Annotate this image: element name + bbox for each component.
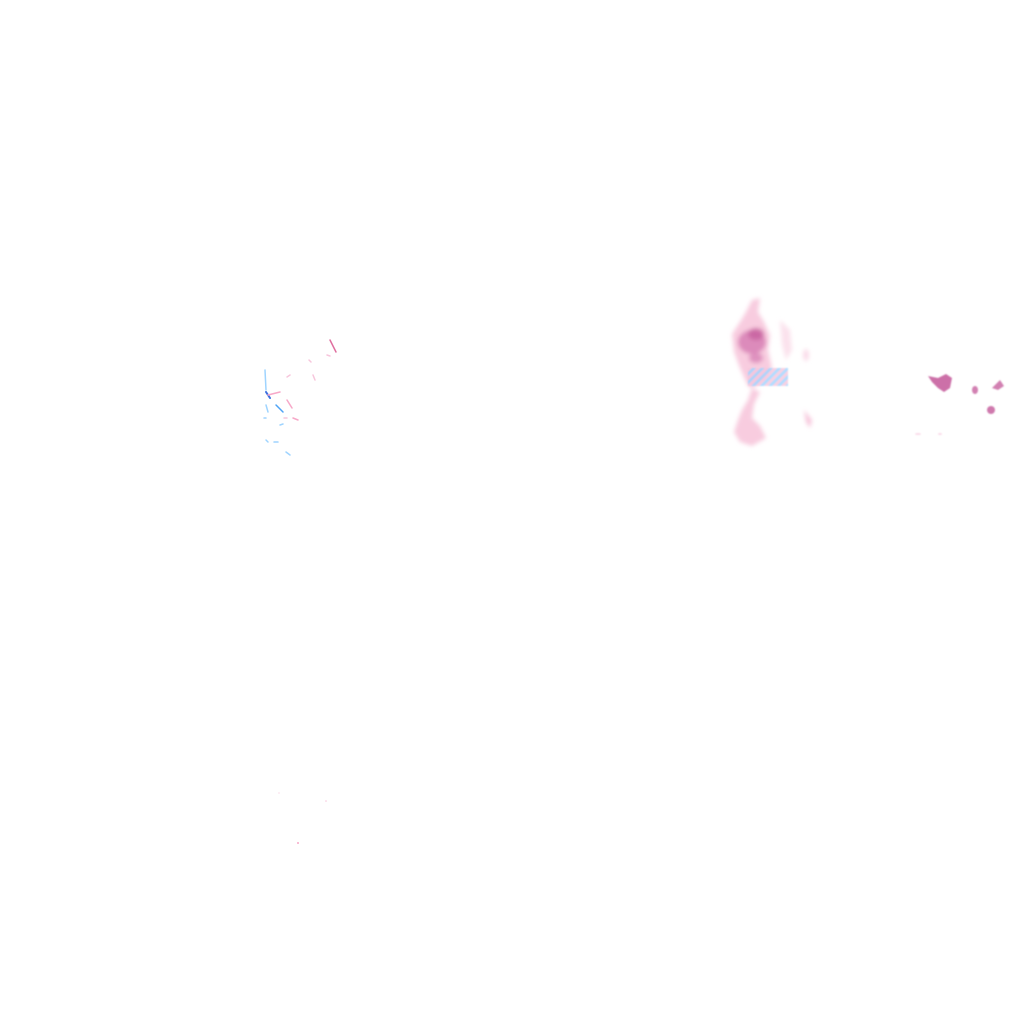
precip-specks-south <box>278 792 327 844</box>
precip-cells-far-east <box>915 374 1004 435</box>
mixed-precip-hatch <box>748 368 788 386</box>
precip-scatter-west <box>263 339 337 456</box>
